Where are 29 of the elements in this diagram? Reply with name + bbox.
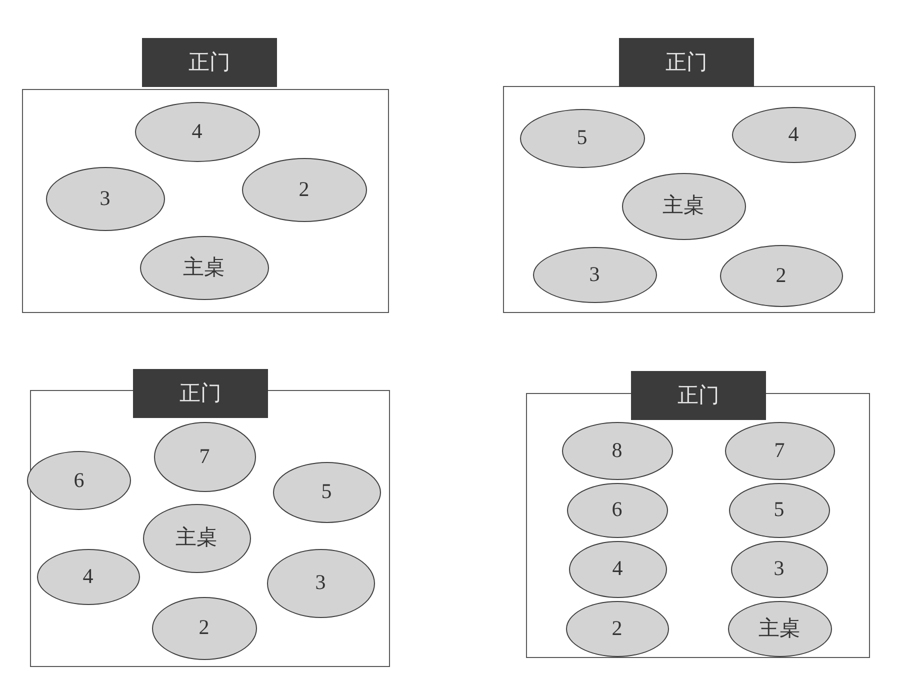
table-ellipse: 5	[728, 482, 830, 538]
table-ellipse: 8	[562, 422, 672, 480]
table-ellipse: 4	[36, 548, 140, 604]
table-ellipse: 6	[566, 482, 668, 538]
table-ellipse: 7	[724, 422, 834, 480]
door-sign: 正门	[142, 38, 277, 87]
table-ellipse: 3	[730, 540, 828, 598]
table-ellipse: 2	[152, 596, 256, 660]
table-ellipse: 4	[732, 106, 856, 162]
table-ellipse: 2	[720, 244, 842, 306]
door-sign: 正门	[631, 371, 766, 420]
table-ellipse: 7	[154, 422, 256, 492]
table-ellipse: 主桌	[728, 600, 832, 656]
door-sign: 正门	[133, 369, 268, 418]
room-outline	[22, 89, 389, 313]
room-outline	[503, 86, 875, 313]
table-ellipse: 主桌	[140, 236, 268, 300]
table-ellipse: 4	[568, 540, 666, 598]
table-ellipse: 3	[532, 246, 656, 302]
door-sign: 正门	[619, 38, 754, 87]
table-ellipse: 5	[520, 108, 644, 168]
table-ellipse: 2	[242, 158, 366, 222]
table-ellipse: 4	[134, 102, 260, 162]
table-ellipse: 3	[266, 548, 374, 618]
table-ellipse: 主桌	[142, 504, 250, 572]
table-ellipse: 3	[46, 166, 164, 230]
table-ellipse: 主桌	[622, 172, 746, 240]
table-ellipse: 2	[566, 600, 668, 656]
table-ellipse: 5	[272, 462, 380, 522]
